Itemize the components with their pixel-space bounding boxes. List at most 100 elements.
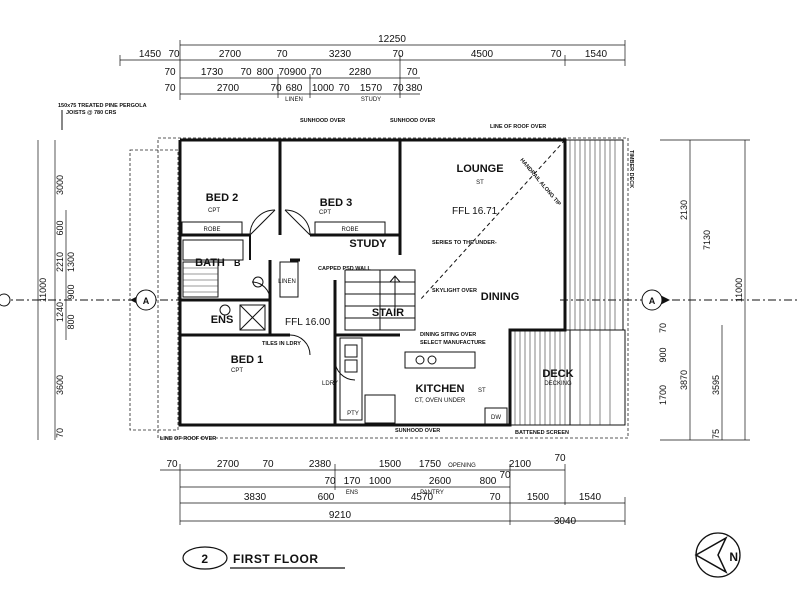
dim-bot-right: 3040 [554, 516, 577, 527]
note-cooktop: CT, OVEN UNDER [415, 398, 466, 404]
drawing-title-block: 2 FIRST FLOOR [182, 546, 345, 570]
dim-top-r1-6: 4500 [471, 49, 494, 60]
note-dining-siting: DINING SITING OVER [420, 332, 476, 338]
dim-top-r3-5: 70 [338, 83, 350, 94]
note-series-under: SERIES TO THE UNDER- [432, 240, 497, 246]
level-lower: FFL 16.00 [285, 317, 331, 328]
dim-bot-r3-3: 70 [489, 492, 501, 503]
dim-bot-sub-ens: ENS [346, 490, 358, 496]
room-bed1-label: BED 1 [231, 354, 263, 366]
note-pergola: 150x75 TREATED PINE PERGOLA [58, 103, 147, 109]
dim-top-r1-3: 70 [276, 49, 288, 60]
robe-bed2 [181, 221, 243, 235]
room-ldry-label: LDRY [322, 381, 338, 387]
dim-right-0: 2130 [679, 200, 689, 220]
room-ens-label: ENS [211, 314, 234, 326]
dim-top-sub-study: STUDY [361, 97, 381, 103]
robe-bed3-label: ROBE [341, 227, 358, 233]
note-roof-line-bottom: LINE OF ROOF OVER [160, 436, 216, 442]
room-pantry-label: PTY [347, 411, 359, 417]
dim-top-r2-3: 800 [257, 67, 274, 78]
dim-left-9: 70 [55, 428, 65, 438]
dim-bot-r3-0: 3830 [244, 492, 267, 503]
dim-right-3: 70 [658, 323, 668, 333]
room-linen-label: LINEN [278, 279, 296, 285]
room-bed3-floor: CPT [319, 210, 331, 216]
note-sunhood-2: SUNHOOD OVER [390, 118, 435, 124]
dim-left-4: 900 [66, 284, 76, 299]
drawing-title: FIRST FLOOR [233, 552, 319, 566]
stair-treads [344, 269, 416, 331]
dim-top-r1-2: 2700 [219, 49, 242, 60]
dim-bot-overall: 9210 [329, 510, 352, 521]
note-handrail: HANDRAIL ALONG TIP [518, 157, 561, 207]
dim-top-r2-1: 1730 [201, 67, 224, 78]
dim-right-7: 1700 [658, 385, 668, 405]
dim-bot-r1-7: 2100 [509, 459, 532, 470]
dim-bot-r1-8: 70 [554, 453, 566, 464]
north-label: N [729, 550, 738, 564]
dim-left-3: 1300 [66, 252, 76, 272]
dim-top-r1-7: 70 [550, 49, 562, 60]
dim-top-r1-1: 70 [168, 49, 180, 60]
dim-left-0: 3000 [55, 175, 65, 195]
dim-top-r1-4: 3230 [329, 49, 352, 60]
roof-line-outline [157, 137, 629, 439]
dim-top-r1-8: 1540 [585, 49, 608, 60]
bottom-dimensions: 70 2700 70 2380 1500 1750 OPENING 2100 7… [160, 453, 626, 527]
left-dimensions: 11000 3000 600 2210 1300 900 1240 800 36… [37, 140, 76, 440]
section-a-left-label: A [143, 296, 150, 306]
section-marker-right: A [560, 289, 800, 311]
dim-top-r3-6: 1570 [360, 83, 383, 94]
room-dining-label: DINING [481, 291, 520, 303]
dim-left-5: 1240 [55, 302, 65, 322]
pergola-note: 150x75 TREATED PINE PERGOLA JOISTS @ 780… [58, 103, 147, 130]
dim-bot-r1-2: 70 [262, 459, 274, 470]
dim-right-overall: 11000 [734, 278, 744, 302]
dim-top-r3-3: 680 [286, 83, 303, 94]
dim-top-r3-4: 1000 [312, 83, 335, 94]
section-marker-left: A [0, 289, 180, 311]
room-study-label: STUDY [349, 238, 387, 250]
section-a-right-label: A [649, 296, 656, 306]
door-swings [249, 209, 356, 381]
dim-bot-r2-1: 170 [344, 476, 361, 487]
dim-top-r2-5: 900 [290, 67, 307, 78]
note-battened: BATTENED SCREEN [515, 430, 569, 436]
dim-top-r2-4: 70 [278, 67, 290, 78]
dim-overall-top: 12250 [378, 34, 406, 45]
dim-left-overall: 11000 [38, 278, 48, 302]
dim-bot-r3-2: 4570 [411, 492, 434, 503]
note-skylight: SKYLIGHT OVER [432, 288, 477, 294]
dim-top-r1-5: 70 [392, 49, 404, 60]
note-tiles: TILES IN LDRY [262, 341, 301, 347]
kitchen-fixtures [339, 337, 508, 425]
dim-bot-r3-1: 600 [318, 492, 335, 503]
dim-bot-r1-4: 1500 [379, 459, 402, 470]
dim-left-2: 2210 [55, 252, 65, 272]
dim-bot-r1-1: 2700 [217, 459, 240, 470]
dim-left-6: 800 [66, 314, 76, 329]
room-bath-sub: B [234, 258, 241, 268]
dim-bot-r1-0: 70 [166, 459, 178, 470]
north-arrow-icon: N [694, 532, 741, 578]
note-select: SELECT MANUFACTURE [420, 340, 486, 346]
room-bed1-floor: CPT [231, 368, 243, 374]
dim-top-r3-7: 70 [392, 83, 404, 94]
dim-bot-r1-3: 2380 [309, 459, 332, 470]
note-pergola-joists: JOISTS @ 780 CRS [66, 110, 117, 116]
robe-bed3 [314, 221, 386, 235]
dim-bot-r2-5: 70 [499, 470, 511, 481]
room-bath-label: BATH [195, 257, 225, 269]
dim-bot-r1-5: 1750 [419, 459, 442, 470]
dim-top-r2-2: 70 [240, 67, 252, 78]
robe-bed2-label: ROBE [203, 227, 220, 233]
dim-top-r3-8: 380 [406, 83, 423, 94]
bath-fixtures [182, 239, 299, 331]
dim-top-sub-linen: LINEN [285, 97, 303, 103]
pergola-outline [129, 149, 179, 431]
dim-top-r3-2: 70 [270, 83, 282, 94]
room-bed3-label: BED 3 [320, 197, 352, 209]
room-dw-label: DW [491, 415, 501, 421]
